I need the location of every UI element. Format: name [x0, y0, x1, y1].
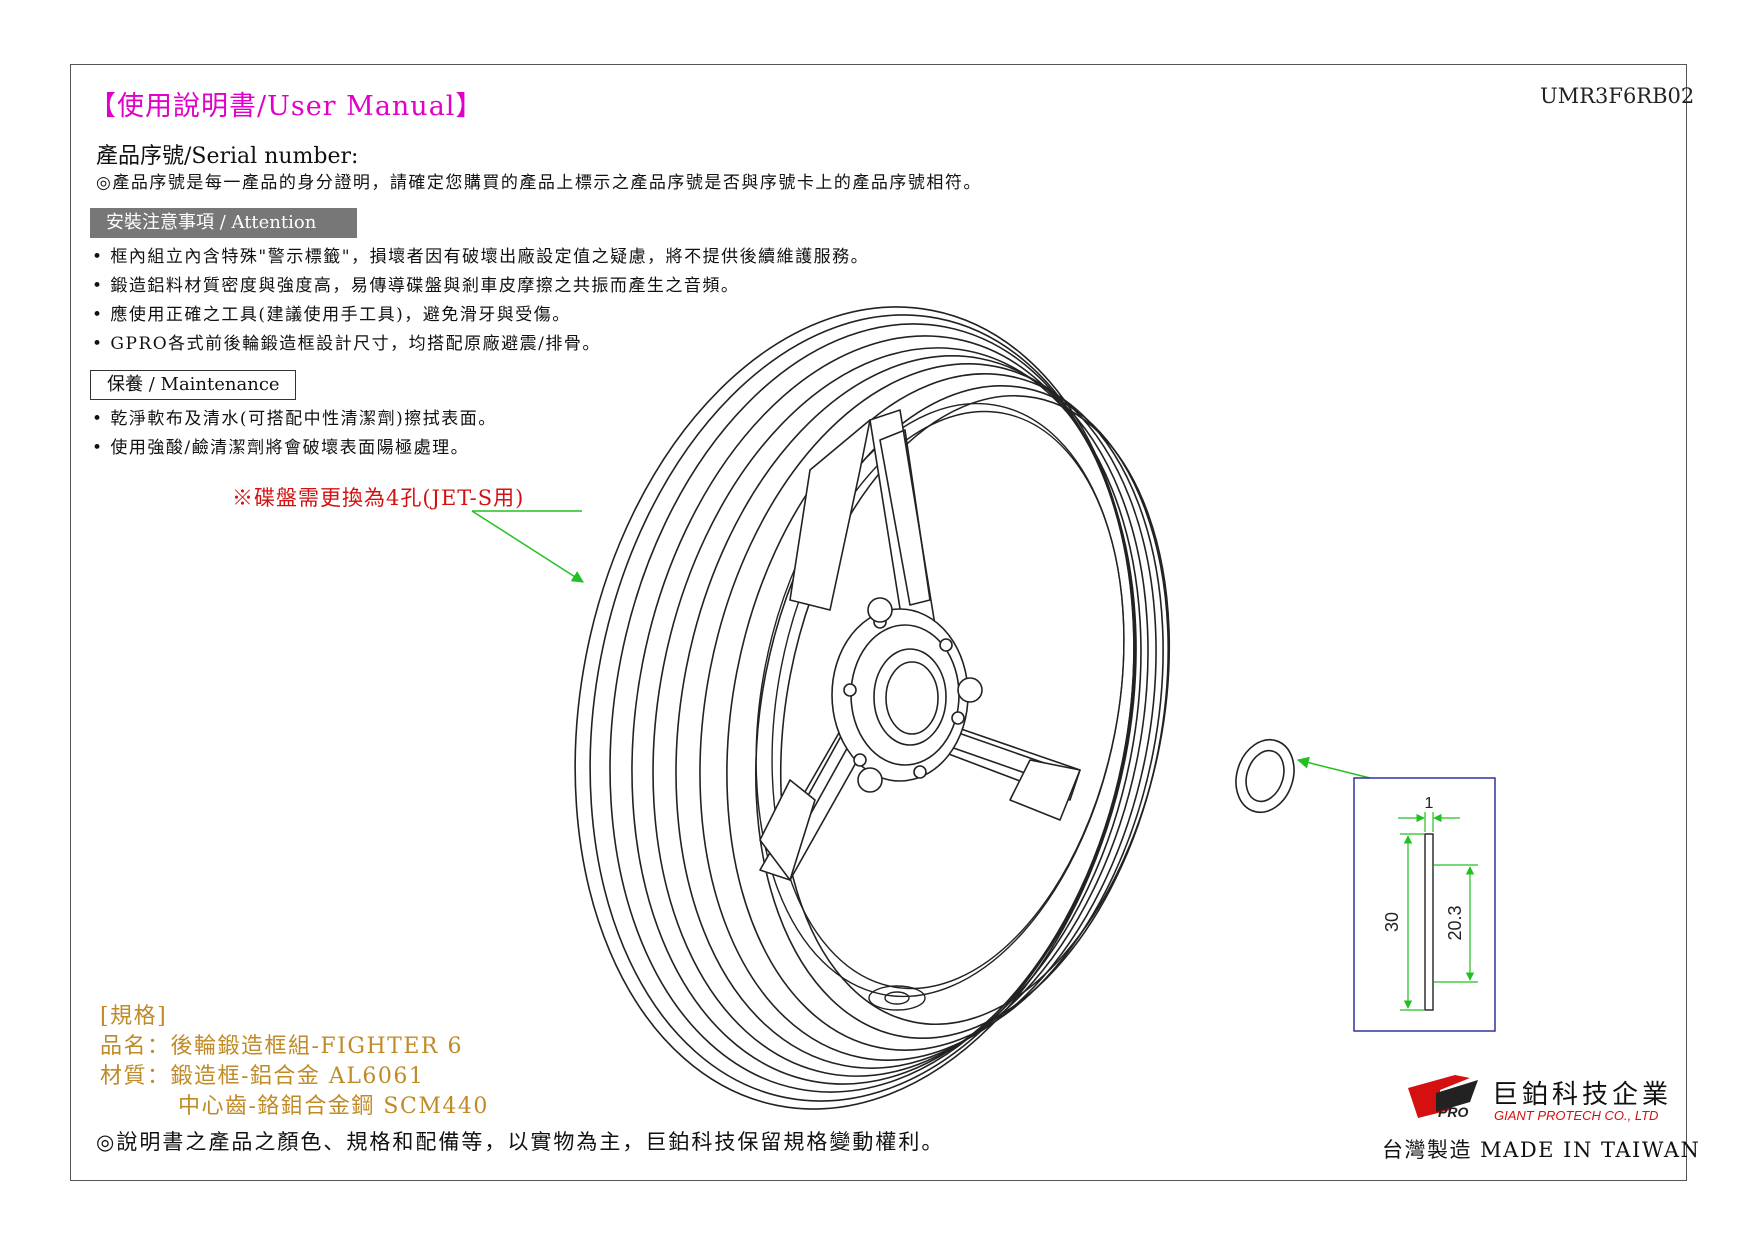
dimension-inner: 20.3	[1445, 905, 1465, 940]
spec-material-rim: 材質：鍛造框-鋁合金 AL6061	[100, 1064, 425, 1089]
hub	[831, 597, 983, 793]
manual-title: 【使用說明書/User Manual】	[89, 91, 484, 122]
dimension-thickness: 1	[1425, 795, 1434, 812]
svg-text:PRO: PRO	[1438, 1104, 1468, 1120]
spec-product-name: 品名：後輪鍛造框組-FIGHTER 6	[100, 1034, 463, 1059]
serial-number-label: 產品序號/Serial number:	[96, 144, 359, 169]
attention-item: • 鍛造鋁料材質密度與強度高，易傳導碟盤與剎車皮摩擦之共振而產生之音頻。	[92, 276, 740, 296]
valve-hole	[868, 985, 926, 1011]
spec-material-hub: 中心齒-鉻鉬合金鋼 SCM440	[178, 1094, 489, 1119]
attention-item: • 應使用正確之工具(建議使用手工具)，避免滑牙與受傷。	[92, 305, 571, 325]
disclaimer-note: ◎說明書之產品之顏色、規格和配備等，以實物為主，巨鉑科技保留規格變動權利。	[96, 1130, 945, 1154]
maintenance-heading: 保養 / Maintenance	[90, 370, 296, 400]
dimension-box	[1353, 777, 1496, 1032]
attention-item: • 框內組立內含特殊"警示標籤"，損壞者因有破壞出廠設定值之疑慮，將不提供後續維…	[92, 247, 870, 267]
dimension-outer: 30	[1382, 912, 1402, 932]
company-name-cn: 巨鉑科技企業	[1492, 1080, 1673, 1110]
gpro-logo: PRO	[1408, 1075, 1478, 1120]
spacer-section-drawing	[1398, 812, 1478, 1011]
attention-heading: 安裝注意事項 / Attention	[90, 208, 357, 238]
callout-arrow	[471, 510, 585, 583]
maintenance-item: • 乾淨軟布及清水(可搭配中性清潔劑)擦拭表面。	[92, 409, 497, 429]
company-name-en: GIANT PROTECH CO., LTD	[1494, 1108, 1659, 1123]
disc-callout: ※碟盤需更換為4孔(JET-S用)	[232, 486, 525, 510]
maintenance-item: • 使用強酸/鹼清潔劑將會破壞表面陽極處理。	[92, 438, 470, 458]
rim	[574, 306, 1171, 1110]
spacer-arrow	[1296, 756, 1371, 779]
document-number: UMR3F6RB02	[1540, 84, 1695, 108]
made-in-taiwan: 台灣製造 MADE IN TAIWAN	[1382, 1138, 1701, 1162]
spacer-ring	[1235, 738, 1295, 814]
serial-number-note: ◎產品序號是每一產品的身分證明，請確定您購買的產品上標示之產品序號是否與序號卡上…	[96, 173, 982, 193]
spec-heading: [規格]	[100, 1004, 168, 1029]
page-border	[70, 64, 1687, 1181]
attention-item: • GPRO各式前後輪鍛造框設計尺寸，均搭配原廠避震/排骨。	[92, 334, 601, 354]
